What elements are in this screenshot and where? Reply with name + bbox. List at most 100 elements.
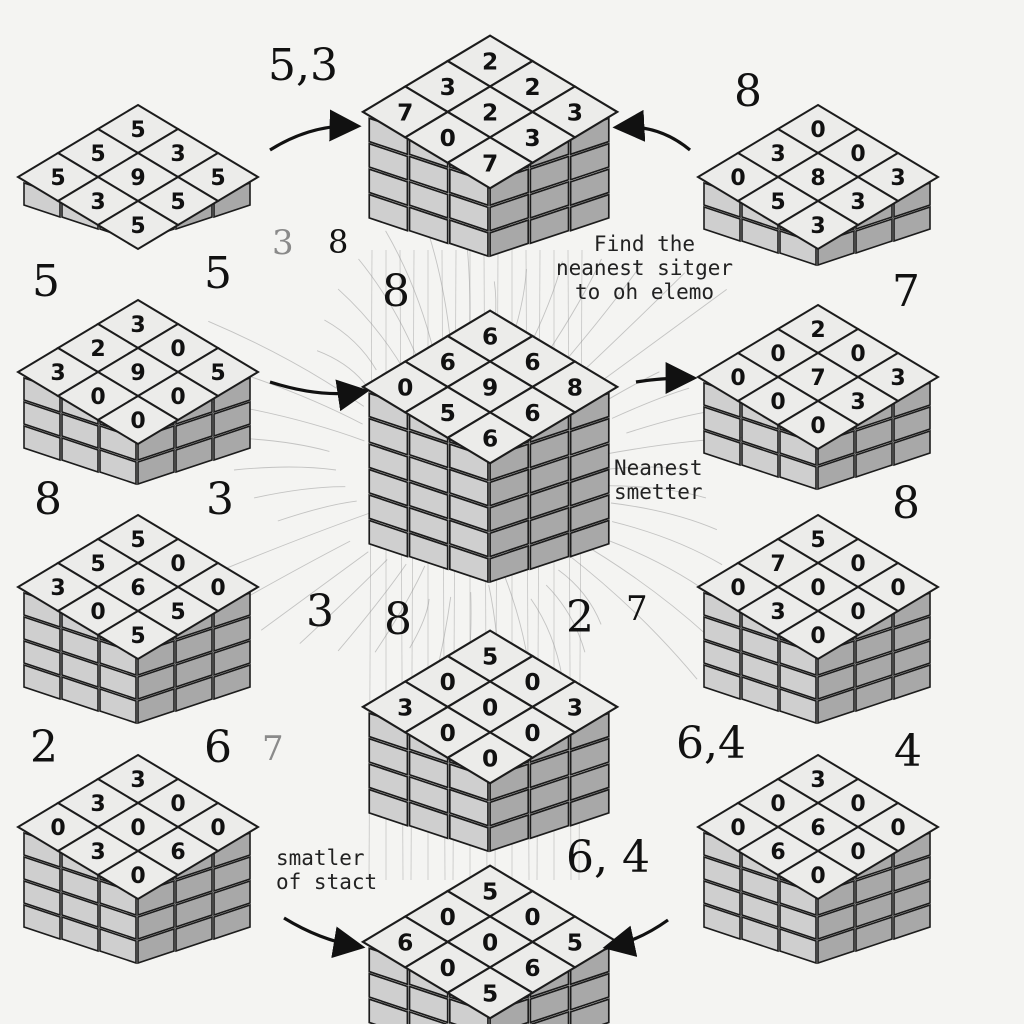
- die-number: 7: [770, 552, 785, 577]
- die-number: 0: [890, 576, 905, 601]
- die-number: 0: [440, 904, 456, 931]
- label-left-3: 3: [206, 474, 234, 525]
- die-number: 0: [730, 166, 745, 191]
- die-block: [855, 441, 893, 479]
- die-block: [368, 762, 409, 802]
- sketch-line: [611, 521, 723, 566]
- label-right-8: 8: [892, 478, 920, 529]
- caption-nearest-line1: Neanest: [614, 456, 703, 480]
- die-face: [776, 849, 860, 901]
- die-number: 0: [850, 792, 865, 817]
- die-block: [489, 519, 530, 558]
- die-face: [776, 199, 860, 251]
- die-block: [23, 424, 61, 462]
- die-block: [741, 867, 779, 905]
- die-block: [137, 448, 175, 486]
- die-number: 0: [90, 385, 105, 410]
- die-block: [703, 879, 741, 917]
- die-block: [213, 903, 251, 941]
- caption-find-nearest: Find the neanest sitger to oh elemo: [556, 232, 733, 304]
- die-block: [893, 205, 931, 243]
- die-block: [893, 855, 931, 893]
- sketch-line: [324, 319, 377, 371]
- die-number: 0: [130, 816, 145, 841]
- label-bottom-left-6: 6: [204, 722, 232, 773]
- caption-smaller-of-stack: smatler of stact: [276, 846, 377, 894]
- sketch-line: [610, 502, 718, 531]
- die-number: 7: [810, 366, 825, 391]
- sketch-line: [260, 551, 369, 631]
- sketch-line: [567, 262, 643, 359]
- die-block: [213, 400, 251, 438]
- die-block: [23, 903, 61, 941]
- arrow: [269, 379, 370, 412]
- die-block: [569, 442, 610, 482]
- die-number: 3: [130, 313, 145, 338]
- die-block: [703, 205, 741, 243]
- die-block: [368, 442, 409, 482]
- die-number: 0: [730, 816, 745, 841]
- die-block: [137, 903, 175, 941]
- die-block: [137, 687, 175, 725]
- die-block: [703, 615, 741, 653]
- die-face: [776, 609, 860, 661]
- die-block: [448, 544, 489, 584]
- sketch-line: [567, 553, 698, 680]
- die-block: [213, 663, 251, 701]
- die-block: [817, 687, 855, 725]
- sketch-line: [337, 563, 407, 652]
- die-number: 2: [482, 99, 498, 126]
- die-number: 0: [440, 955, 456, 982]
- die-block: [569, 972, 610, 1011]
- die-block: [703, 663, 741, 701]
- die-number: 5: [130, 214, 145, 239]
- label-mid-left-a: 5: [32, 256, 60, 307]
- die-block: [61, 412, 99, 450]
- sketch-line: [530, 598, 563, 679]
- die-number: 0: [524, 669, 540, 696]
- die-block: [529, 1010, 570, 1024]
- caption-find-line3: to oh elemo: [574, 280, 715, 305]
- die-number: 0: [890, 816, 905, 841]
- die-block: [855, 217, 893, 255]
- die-number: 0: [850, 342, 865, 367]
- die-block: [779, 903, 817, 941]
- die-number: 0: [810, 864, 825, 889]
- sketch-line: [599, 466, 691, 471]
- arrow: [635, 362, 698, 395]
- arrow: [612, 109, 692, 152]
- die-number: 0: [130, 409, 145, 434]
- die-block: [175, 412, 213, 450]
- die-number: 0: [440, 125, 456, 152]
- die-block: [368, 167, 409, 207]
- die-block: [817, 453, 855, 491]
- die-face: [445, 731, 535, 785]
- die-number: 0: [524, 720, 540, 747]
- die-number: 5: [482, 879, 498, 906]
- caption-smaller-line2: of stact: [276, 870, 378, 895]
- die-number: 3: [397, 694, 413, 721]
- die-block: [741, 675, 779, 713]
- die-block: [408, 455, 449, 495]
- die-number: 0: [810, 414, 825, 439]
- die-number: 0: [170, 337, 185, 362]
- die-number: 3: [890, 366, 905, 391]
- die-block: [569, 417, 610, 456]
- die-block: [703, 903, 741, 941]
- die-number: 5: [90, 142, 105, 167]
- die-block: [23, 855, 61, 893]
- die-block: [855, 867, 893, 905]
- die-number: 5: [130, 528, 145, 553]
- die-number: 6: [524, 349, 540, 376]
- die-block: [175, 627, 213, 665]
- die-number: 6: [770, 840, 785, 865]
- label-bottom-left-2: 2: [30, 722, 58, 773]
- die-block: [448, 468, 489, 507]
- die-block: [489, 544, 530, 584]
- die-block: [175, 915, 213, 953]
- die-block: [489, 813, 530, 853]
